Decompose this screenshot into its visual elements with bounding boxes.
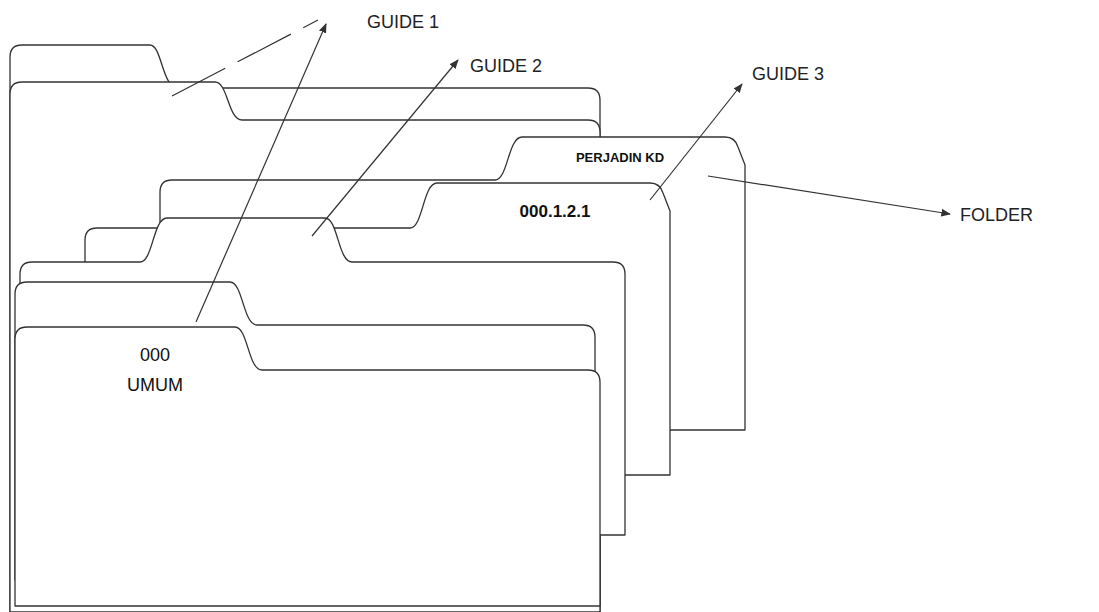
leader-line (196, 24, 326, 322)
callout-label: GUIDE 2 (468, 56, 544, 77)
tab-label: 000.1.2.1 (518, 202, 593, 222)
guide-card (15, 327, 600, 606)
leader-line (650, 84, 742, 200)
tab-label: 000 UMUM (113, 340, 197, 400)
guide-card (10, 45, 600, 612)
leader-line (172, 20, 318, 96)
file-tab: 000 UMUM (18, 330, 246, 404)
file-tab: 000.1.2.1 (424, 186, 660, 228)
tab-label: PERJADIN KD (574, 150, 666, 165)
leader-line (708, 176, 950, 214)
file-tab: PERJADIN KD (508, 139, 736, 179)
callout-label: FOLDER (958, 205, 1035, 226)
callout-label: GUIDE 3 (750, 64, 826, 85)
callout-label: GUIDE 1 (365, 12, 441, 33)
leader-line (312, 60, 458, 236)
